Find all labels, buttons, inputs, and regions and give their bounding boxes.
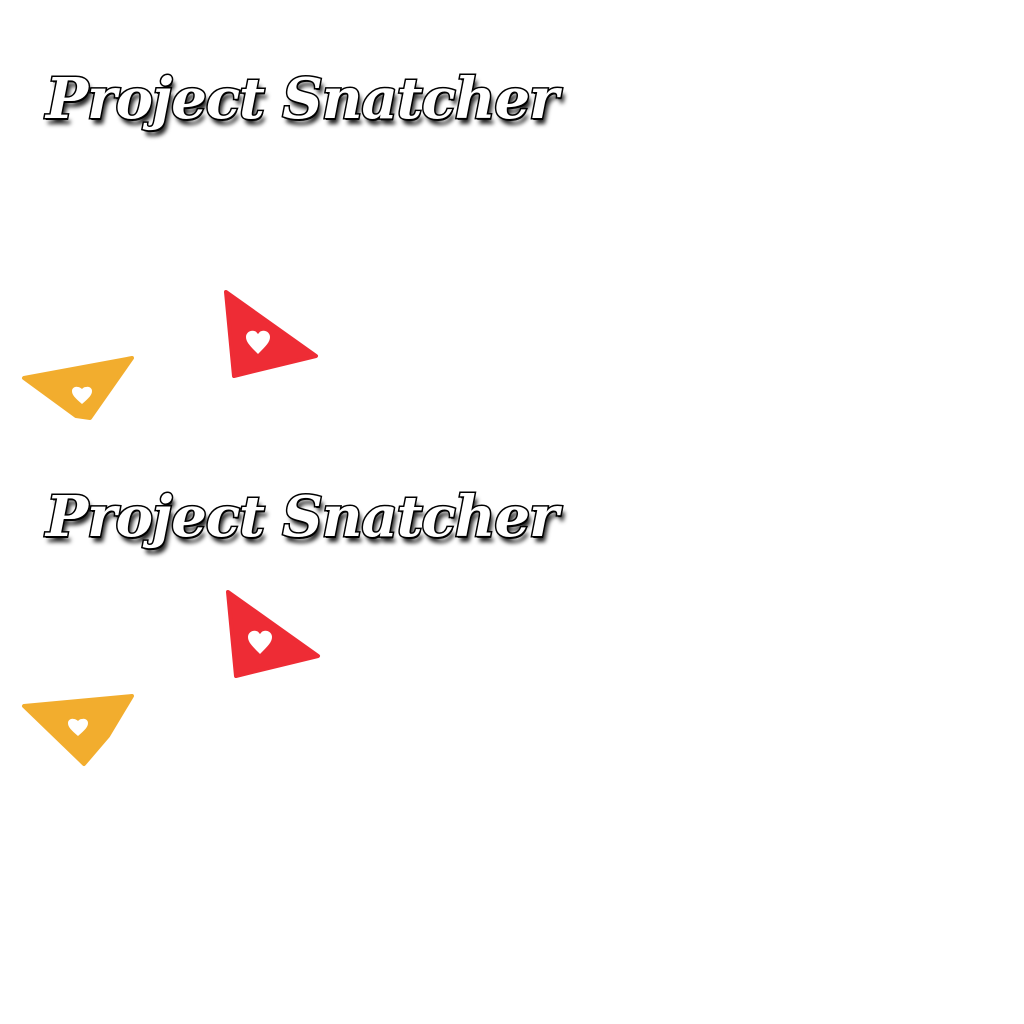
game-title: Project Snatcher — [45, 484, 561, 550]
red-heart-marker-icon — [224, 290, 318, 378]
yellow-heart-marker-icon — [22, 356, 134, 420]
yellow-heart-marker-icon — [22, 694, 134, 766]
red-heart-marker-icon — [226, 590, 320, 678]
game-title: Project Snatcher — [45, 66, 561, 132]
